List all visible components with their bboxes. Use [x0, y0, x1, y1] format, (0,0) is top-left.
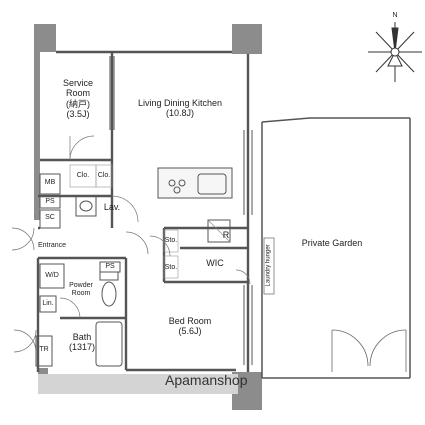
- storage-label-1: Sto.: [164, 237, 178, 244]
- window-lines: [109, 56, 253, 365]
- ps-label-2: PS: [105, 263, 115, 270]
- linen-label: Lin.: [42, 300, 54, 307]
- bottom-ledge: [38, 374, 238, 394]
- powder-room-name: Powder: [69, 282, 93, 289]
- garden-label: Private Garden: [292, 238, 372, 248]
- laundry-hanger-label: Laundry hunger: [265, 244, 272, 287]
- ldk-size: (10.8J): [165, 108, 194, 119]
- entrance-label: Entrance: [37, 242, 67, 249]
- closet-label-2: Clo.: [97, 172, 111, 179]
- service-room-size: (3.5J): [66, 109, 90, 120]
- powder-room-label: Powder Room: [64, 282, 98, 298]
- compass-icon: [368, 22, 422, 82]
- toilet-fixture: [99, 271, 119, 307]
- wic-label: WIC: [206, 258, 224, 268]
- compass-north-label: N: [392, 12, 398, 19]
- watermark: Apamanshop: [165, 372, 248, 388]
- tr-label: TR: [39, 346, 49, 353]
- closet-label-1: Clo.: [76, 172, 90, 179]
- bathtub: [95, 321, 123, 367]
- storage-label-2: Sto.: [164, 264, 178, 271]
- interior-walls: [36, 50, 250, 372]
- bath-name: Bath: [72, 332, 92, 342]
- ldk-name: Living Dining Kitchen: [137, 98, 223, 108]
- garden-outline: [261, 117, 411, 379]
- bedroom-label: Bed Room (5.6J): [160, 316, 220, 337]
- washer-space: [39, 263, 65, 289]
- bedroom-name: Bed Room: [168, 316, 212, 326]
- garden-name: Private Garden: [301, 238, 363, 248]
- wd-label: W/D: [45, 272, 59, 279]
- laundry-hanger-frame: [263, 237, 275, 295]
- service-room-name2: Room: [65, 88, 90, 99]
- closet-hatches: [69, 164, 179, 279]
- bath-size: (1317): [68, 342, 95, 353]
- garden-gate: [331, 329, 407, 372]
- utility-boxes: [35, 173, 121, 367]
- kitchen-counter: [157, 167, 233, 199]
- service-room-name: Service: [62, 78, 93, 88]
- ldk-label: Living Dining Kitchen (10.8J): [120, 98, 240, 119]
- sc-label: SC: [45, 214, 55, 221]
- lavatory-label: Lav.: [103, 202, 121, 212]
- service-room-name3: (納戸): [66, 98, 90, 109]
- ps-label-1: PS: [45, 198, 55, 205]
- service-room-label: Service Room (納戸) (3.5J): [50, 78, 106, 119]
- lavatory-fixture: [75, 195, 97, 217]
- bedroom-size: (5.6J): [178, 326, 202, 337]
- bath-label: Bath (1317): [62, 332, 102, 353]
- refrigerator-label: R: [222, 230, 230, 240]
- powder-room-name2: Room: [71, 290, 91, 298]
- refrigerator-space: [207, 219, 231, 243]
- mb-label: MB: [44, 179, 56, 186]
